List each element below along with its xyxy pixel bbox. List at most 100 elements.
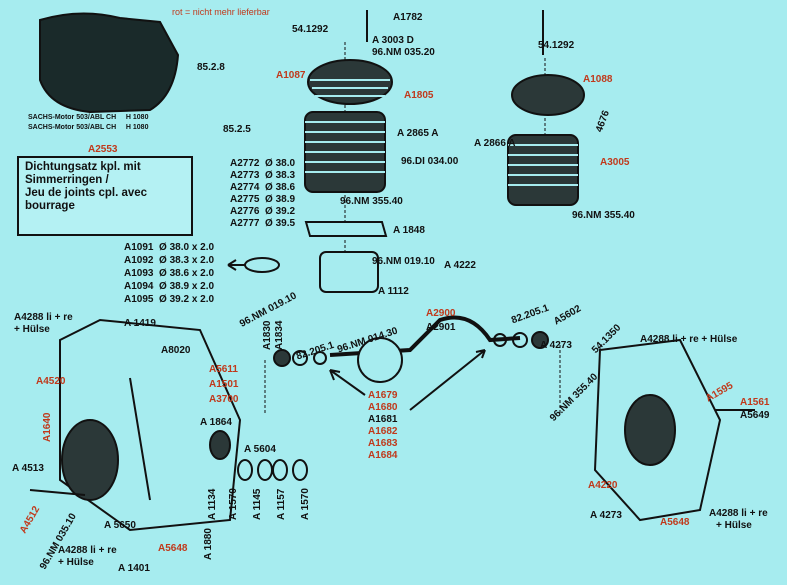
label-a5648-right: A5648 (660, 517, 690, 528)
label-a1640: A1640 (42, 412, 53, 442)
ring-row: A1091 Ø 38.0 x 2.0 (124, 242, 215, 253)
arrow-ring (227, 259, 245, 271)
label-a2866: A 2866 A (474, 138, 516, 149)
cylinder-head-fins-left (310, 79, 390, 97)
crank-code: A1682 (368, 426, 398, 437)
label-a4222: A 4222 (444, 260, 476, 271)
label-a3005: A3005 (600, 157, 630, 168)
label-a1848: A 1848 (393, 225, 425, 236)
crank-code: A1681 (368, 414, 398, 425)
crank-code: A1684 (368, 450, 398, 461)
label-a1401: A 1401 (118, 563, 150, 574)
cylinder-head-right (511, 74, 585, 116)
label-a4220: A4220 (588, 480, 618, 491)
piston-ring (244, 257, 280, 273)
piston-row: A2774 Ø 38.6 (230, 182, 296, 193)
label-a1570-b: A 1570 (300, 488, 311, 520)
dichtung-line: Simmerringen / (25, 174, 109, 186)
washer-2 (237, 459, 253, 481)
label-a5648-left: A5648 (158, 543, 188, 554)
label-a5604: A 5604 (244, 444, 276, 455)
crank-code: A1683 (368, 438, 398, 449)
piston-table: A2772 Ø 38.0 A2773 Ø 38.3 A2774 Ø 38.6 A… (230, 158, 295, 230)
ring-row: A1092 Ø 38.3 x 2.0 (124, 255, 215, 266)
label-96-355-40-b: 96.NM 355.40 (572, 210, 635, 221)
label-a2900: A2900 (426, 308, 456, 319)
washer-1 (209, 430, 231, 460)
label-huelse-left: + Hülse (14, 324, 50, 335)
label-96-di: 96.DI 034.00 (401, 156, 459, 167)
label-a4513: A 4513 (12, 463, 44, 474)
cylinder-fins-left (305, 121, 385, 173)
crank-code: A1679 (368, 390, 398, 401)
label-a1087: A1087 (276, 70, 306, 81)
label-huelse-bottom: + Hülse (58, 557, 94, 568)
dichtung-line: bourrage (25, 200, 75, 212)
label-a4288-right: A4288 li + re + Hülse (640, 334, 738, 345)
label-a1145: A 1145 (252, 488, 263, 520)
bearing-3 (313, 351, 327, 365)
label-a1419: A 1419 (124, 318, 156, 329)
label-a8020: A8020 (161, 345, 191, 356)
label-a4288-bottom: A4288 li + re (58, 545, 117, 556)
ring-row: A1094 Ø 38.9 x 2.0 (124, 281, 215, 292)
label-a1134: A 1134 (207, 488, 218, 520)
label-a4520: A4520 (36, 376, 66, 387)
arrow-crank-left (329, 369, 366, 396)
washer-3 (257, 459, 273, 481)
label-a1864: A 1864 (200, 417, 232, 428)
bearing-2 (292, 350, 308, 366)
label-a1834: A1834 (274, 320, 285, 350)
piston-row: A2777 Ø 39.5 (230, 218, 296, 229)
cylinder-head-left (307, 59, 393, 105)
dichtung-line: Dichtungsatz kpl. mit (25, 161, 141, 173)
washer-4 (272, 459, 288, 481)
piston (319, 251, 379, 293)
label-54-1292-b: 54.1292 (538, 40, 575, 51)
piston-row: A2776 Ø 39.2 (230, 206, 296, 217)
piston-row: A2772 Ø 38.0 (230, 158, 296, 169)
label-a3700: A3700 (209, 394, 239, 405)
cylinder-gasket (304, 221, 388, 237)
cylinder-right (507, 134, 579, 206)
legend-note: rot = nicht mehr lieferbar (172, 7, 270, 17)
label-a1782: A1782 (393, 12, 423, 23)
label-a1805: A1805 (404, 90, 434, 101)
label-a5611: A5611 (209, 364, 238, 375)
label-a1880: A 1880 (203, 528, 214, 560)
ring-row: A1095 Ø 39.2 x 2.0 (124, 294, 215, 305)
bearing-5 (512, 332, 528, 348)
bearing-6 (531, 331, 549, 349)
arrow-crank-right (409, 349, 486, 411)
label-85-2-5: 85.2.5 (223, 124, 251, 135)
label-a4273-a: A 4273 (540, 340, 572, 351)
label-a5650: A 5650 (104, 520, 136, 531)
label-a3003: A 3003 D (372, 35, 414, 46)
screws (29, 10, 755, 501)
crankshaft (329, 315, 521, 357)
crank-web (357, 337, 403, 383)
label-a1088: A1088 (583, 74, 613, 85)
label-a1112: A 1112 (378, 286, 409, 297)
crank-code-list: A1679 A1680 A1681 A1682 A1683 A1684 (368, 390, 397, 462)
label-a4288-left: A4288 li + re (14, 312, 73, 323)
guide-lines (264, 42, 601, 415)
piston-row: A2773 Ø 38.3 (230, 170, 296, 181)
label-a1157: A 1157 (276, 488, 287, 520)
sachs-line-2: SACHS-Motor 503/ABL CH H 1080 (28, 124, 149, 131)
label-a2901: A2901 (426, 322, 456, 333)
crankcase-right-bore (624, 394, 676, 466)
washer-5 (292, 459, 308, 481)
crankcase-left-bore (61, 419, 119, 501)
label-huelse-bottom-right: + Hülse (716, 520, 752, 531)
ring-row: A1093 Ø 38.6 x 2.0 (124, 268, 215, 279)
label-a1570-a: A 1570 (228, 488, 239, 520)
label-96-019-10-a: 96.NM 019.10 (372, 256, 435, 267)
label-a4273-b: A 4273 (590, 510, 622, 521)
label-96-355-40-a: 96.NM 355.40 (340, 196, 403, 207)
label-85-2-8: 85.2.8 (197, 62, 225, 73)
label-a1830: A1830 (262, 320, 273, 350)
label-96-035-20: 96.NM 035.20 (372, 47, 435, 58)
